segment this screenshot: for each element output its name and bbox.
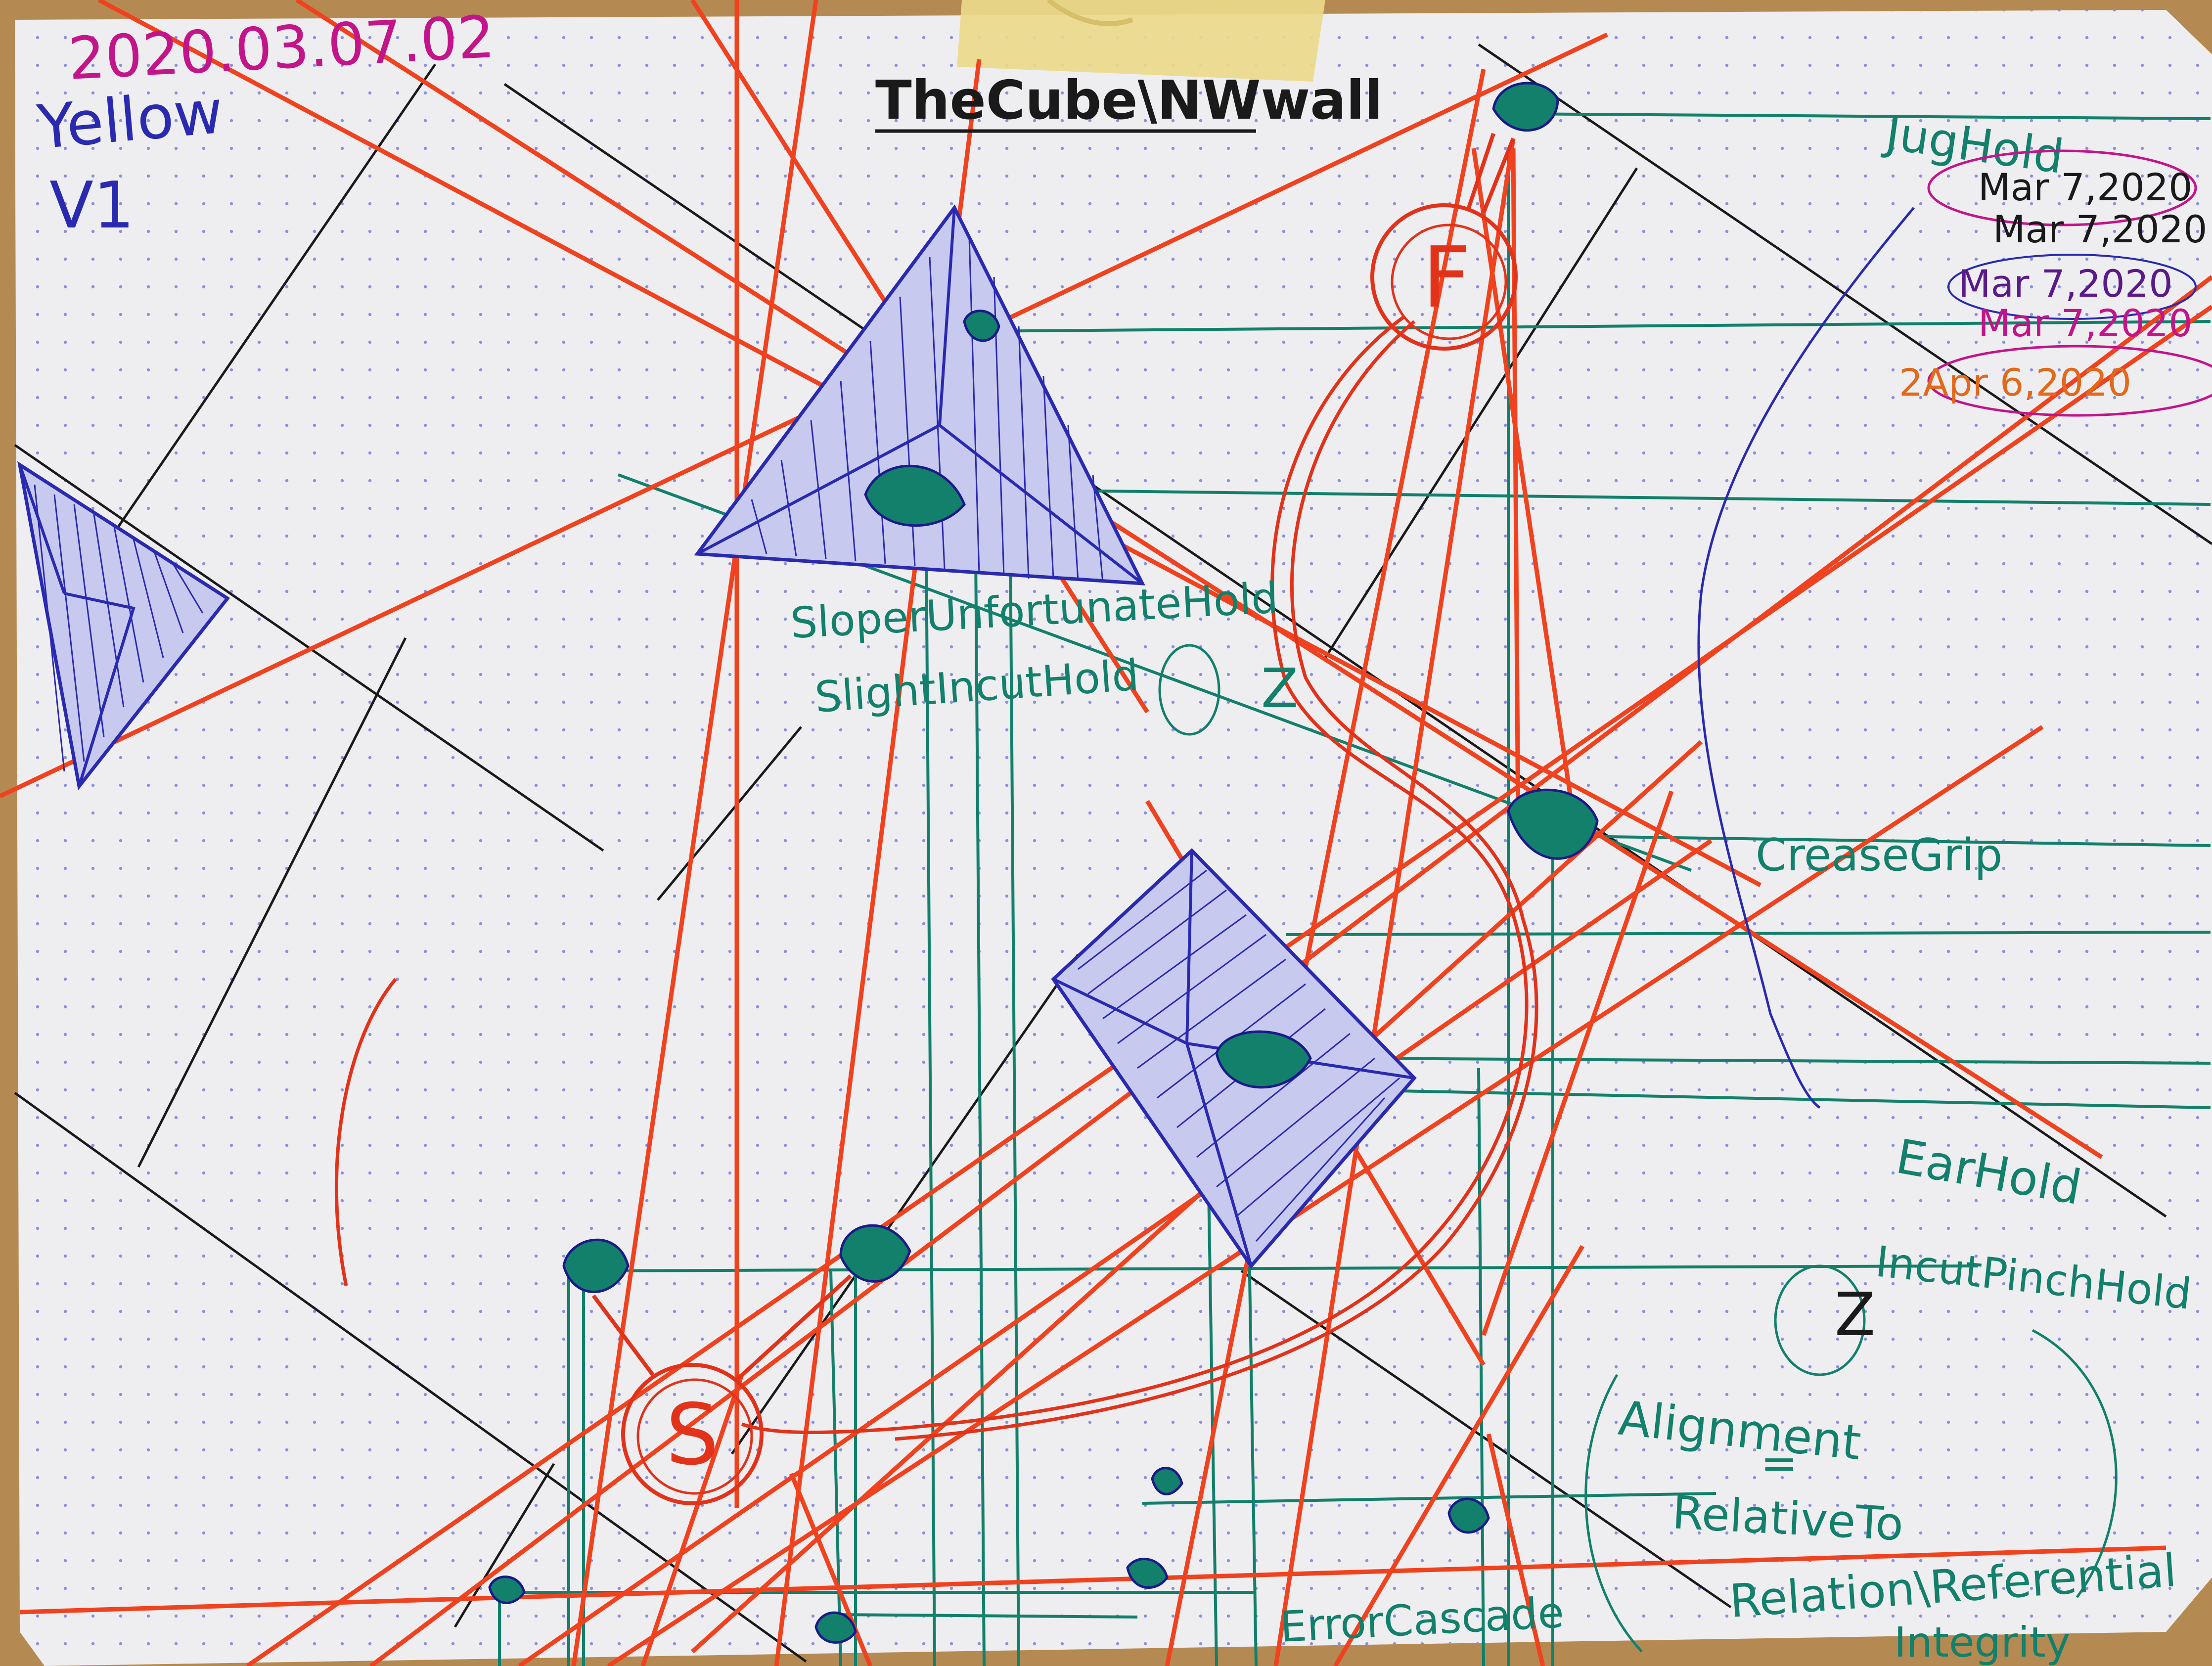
red-route-path: [334, 315, 1538, 1441]
date-log-2: Mar 7,2020: [1993, 207, 2207, 251]
hold-markers: [488, 82, 1599, 1644]
start-label: S: [666, 1386, 719, 1484]
date-log-1: Mar 7,2020: [1978, 165, 2192, 209]
hold-label-crease: CreaseGrip: [1756, 829, 2003, 881]
date-circle-5: [1927, 345, 2212, 417]
date-log-4: Mar 7,2020: [1978, 301, 2192, 345]
z-circle-2: [1774, 1264, 1866, 1376]
z-mark-1: Z: [1261, 657, 1298, 720]
z-circle-1: [1158, 644, 1220, 736]
finish-marker: F: [1370, 133, 1518, 351]
triangle-hold-top: [694, 204, 1145, 585]
blue-route-line: [1697, 207, 1915, 1109]
alignment-integrity: Integrity: [1894, 1618, 2070, 1666]
page-title: TheCube\NWwall: [875, 70, 1383, 132]
date-log-3: Mar 7,2020: [1958, 262, 2172, 306]
z-mark-2: Z: [1835, 1281, 1875, 1350]
triangle-hold-left: [17, 461, 230, 791]
grade-color: Yellow: [34, 77, 226, 163]
grade-level: V1: [49, 168, 135, 243]
finish-label: F: [1422, 229, 1471, 327]
alignment-relative-to: RelativeTo: [1671, 1486, 1905, 1551]
date-log-5: 2Apr 6,2020: [1899, 360, 2131, 405]
date-circle-1: [1927, 149, 2197, 226]
date-circle-3: [1947, 254, 2197, 320]
alignment-equals: =: [1761, 1438, 1798, 1489]
start-marker: S: [591, 1274, 852, 1505]
paper-sheet: [15, 10, 2212, 1666]
masking-tape: [957, 0, 1325, 82]
date-log: Mar 7,2020 Mar 7,2020 Mar 7,2020 Mar 7,2…: [1899, 149, 2212, 417]
